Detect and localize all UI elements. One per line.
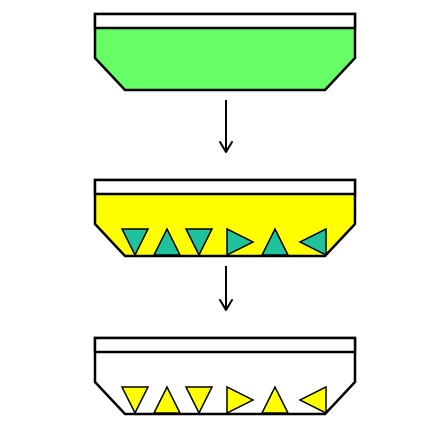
arrow-step-1-to-step-2: [219, 100, 233, 153]
tray-lid: [93, 12, 357, 30]
arrows-layer: [219, 100, 233, 311]
triangle-particle-down: [184, 386, 214, 415]
triangle-particle-up: [152, 227, 182, 256]
triangle-particle-down: [184, 228, 214, 257]
triangle-particle-left: [298, 385, 327, 415]
triangle-particle-right: [226, 385, 255, 415]
arrow-head: [219, 141, 233, 153]
tray-step-3: [93, 336, 357, 416]
triangle-particle-down: [120, 228, 150, 257]
triangle-particle-up: [152, 385, 182, 414]
tray-lid: [93, 336, 357, 354]
steps-layer: [93, 12, 357, 416]
triangle-particle-up: [260, 227, 290, 256]
arrow-head: [219, 299, 233, 311]
triangle-particle-left: [298, 227, 327, 257]
tray-lid: [93, 178, 357, 196]
triangle-particle-right: [226, 227, 255, 257]
triangle-particle-down: [120, 386, 150, 415]
triangle-particle-up: [260, 385, 290, 414]
tray-step-2: [93, 178, 357, 258]
tray-step-1: [93, 12, 357, 92]
arrow-step-2-to-step-3: [219, 266, 233, 311]
